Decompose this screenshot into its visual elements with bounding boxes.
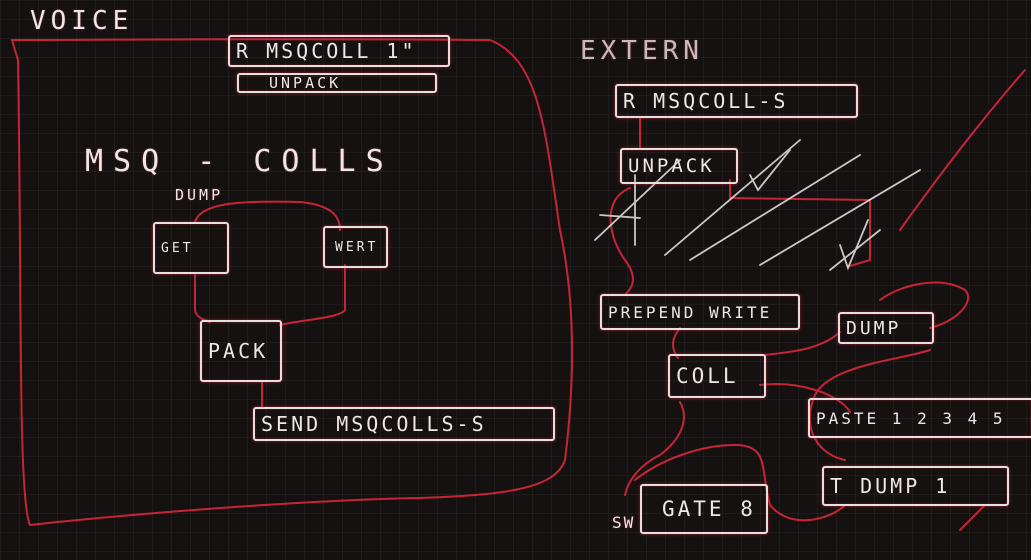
receive-msqcoll-box: R MSQCOLL 1" [228, 35, 450, 67]
wire-dump-loop [194, 200, 341, 231]
wire-get-pack [194, 274, 211, 323]
coll-box: COLL [668, 354, 766, 398]
trigger-dump-box: T DUMP 1 [822, 466, 1009, 506]
wire-unpack-left [609, 187, 634, 296]
wire-trigger-out [634, 443, 846, 522]
receive-msqcoll-s-box: R MSQCOLL-S [615, 84, 858, 118]
get-box: GET [153, 222, 229, 274]
wire-wert-pack [279, 264, 346, 326]
wire-trigger-right [959, 504, 986, 531]
check-mark [749, 149, 791, 192]
gate-switch-label: SW [612, 513, 636, 532]
dump-box-right: DUMP [838, 312, 934, 344]
voice-title: VOICE [30, 6, 134, 36]
check-mark-2 [839, 219, 869, 271]
wire-dump-coll [764, 331, 841, 356]
gate-8-box: GATE 8 [640, 484, 768, 534]
hatch-line-2 [664, 139, 801, 256]
pack-box: PACK [200, 320, 282, 382]
wire-paste-loop [879, 281, 970, 329]
paste-box: PASTE 1 2 3 4 5 [808, 398, 1031, 438]
hatch-line-3 [689, 154, 861, 261]
tick-mark [599, 174, 641, 246]
voice-outline [10, 38, 573, 527]
unpack-box-left: UNPACK [237, 73, 437, 93]
dump-label: DUMP [175, 186, 224, 204]
unpack-box-right: UNPACK [620, 148, 738, 184]
hatch-line-1 [594, 159, 681, 241]
wire-diagonal [899, 69, 1026, 231]
wire-coll-gate [624, 401, 685, 496]
wire-dump-loop-right [808, 349, 931, 461]
extern-title: EXTERN [580, 36, 704, 66]
prepend-write-box: PREPEND WRITE [600, 294, 800, 330]
wire-coll-paste [759, 383, 851, 413]
hatch-line-4 [759, 169, 921, 266]
msq-colls-heading: MSQ - COLLS [85, 144, 394, 179]
send-msqcolls-box: SEND MSQCOLLS-S [253, 407, 555, 441]
wert-box: WERT [323, 226, 388, 268]
